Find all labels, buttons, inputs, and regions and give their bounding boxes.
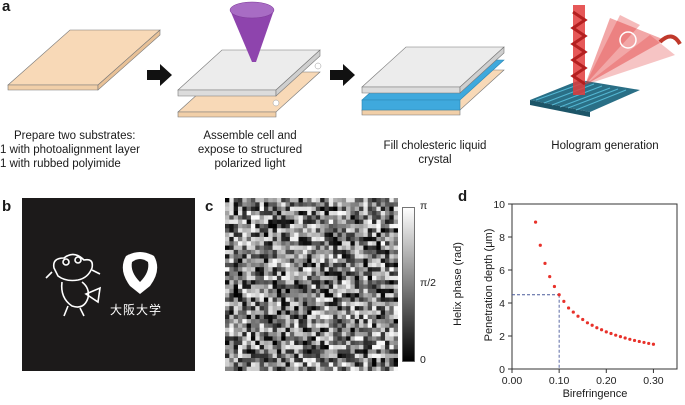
data-point bbox=[637, 339, 641, 344]
panel-label-d: d bbox=[458, 188, 468, 205]
logo-image: 大阪大学 bbox=[22, 198, 195, 371]
data-point bbox=[614, 333, 618, 337]
step3-caption: Fill cholesteric liquid crystal bbox=[365, 139, 505, 167]
data-point bbox=[590, 323, 594, 327]
caption-line: expose to structured bbox=[197, 144, 303, 156]
data-point bbox=[595, 326, 599, 330]
data-point bbox=[618, 335, 623, 339]
data-point bbox=[623, 336, 627, 340]
data-point bbox=[557, 293, 561, 297]
caption-line: 1 with rubbed polyimide bbox=[0, 158, 121, 170]
y-tick-label: 2 bbox=[499, 331, 505, 343]
data-point bbox=[651, 342, 656, 346]
logo-text: 大阪大学 bbox=[110, 303, 163, 317]
colorbar-tick-pi: π bbox=[420, 200, 428, 212]
caption-line: 1 with photoalignment layer bbox=[0, 144, 140, 156]
data-point bbox=[562, 299, 566, 303]
caption-line: crystal bbox=[418, 154, 452, 166]
y-tick-label: 10 bbox=[493, 199, 505, 211]
data-point bbox=[566, 306, 571, 310]
caption-line: Prepare two substrates: bbox=[14, 130, 136, 142]
data-point bbox=[632, 338, 637, 343]
step4-caption: Hologram generation bbox=[535, 139, 675, 153]
data-point bbox=[609, 331, 613, 336]
cell-step2 bbox=[177, 1, 322, 118]
data-point bbox=[543, 261, 547, 265]
panel-label-b: b bbox=[2, 198, 12, 215]
x-tick-label: 0.30 bbox=[643, 375, 664, 387]
data-point bbox=[533, 220, 538, 224]
arrow-right-icon bbox=[147, 64, 172, 86]
y-tick-label: 4 bbox=[499, 298, 505, 310]
data-point bbox=[585, 321, 590, 325]
data-point bbox=[628, 337, 632, 341]
hologram-illustration bbox=[530, 5, 682, 117]
colorbar-label: Helix phase (rad) bbox=[452, 242, 464, 326]
data-point bbox=[548, 275, 552, 279]
x-tick-label: 0.10 bbox=[549, 375, 570, 387]
data-point bbox=[647, 341, 651, 346]
substrate-step1 bbox=[7, 29, 161, 91]
panel-a-illustrations bbox=[7, 1, 682, 118]
x-tick-label: 0.00 bbox=[502, 375, 523, 387]
step2-caption: Assemble cell and expose to structured p… bbox=[185, 129, 315, 171]
penetration-depth-chart: 0.00 0.10 0.20 0.30 0 2 4 6 8 10 bbox=[493, 199, 678, 387]
caption-line: Fill cholesteric liquid bbox=[383, 140, 487, 152]
x-axis-label: Birefringence bbox=[562, 388, 628, 400]
phase-map-image bbox=[225, 198, 398, 371]
y-tick-label: 8 bbox=[499, 232, 505, 244]
arrow-right-icon bbox=[330, 64, 355, 86]
panel-label-a: a bbox=[2, 0, 11, 15]
data-point bbox=[552, 284, 557, 289]
y-tick-label: 0 bbox=[499, 364, 505, 376]
y-tick-label: 6 bbox=[499, 265, 505, 277]
cell-step3 bbox=[361, 46, 505, 116]
x-tick-label: 0.20 bbox=[596, 375, 617, 387]
data-point bbox=[571, 310, 575, 314]
logo-drawing bbox=[45, 252, 158, 317]
caption-line: polarized light bbox=[214, 158, 286, 170]
data-point bbox=[599, 328, 604, 332]
plot-frame bbox=[511, 203, 678, 370]
colorbar-tick-half-pi: π/2 bbox=[420, 277, 437, 289]
caption-line: Assemble cell and bbox=[203, 130, 297, 142]
caption-line: Hologram generation bbox=[551, 140, 659, 152]
data-point bbox=[538, 243, 542, 247]
data-point bbox=[642, 340, 646, 345]
colorbar bbox=[402, 207, 415, 362]
data-point bbox=[576, 314, 580, 318]
colorbar-tick-zero: 0 bbox=[420, 354, 426, 366]
data-point bbox=[581, 317, 585, 322]
panel-label-c: c bbox=[205, 198, 214, 215]
data-point bbox=[604, 330, 608, 334]
step1-caption: Prepare two substrates: 1 with photoalig… bbox=[0, 129, 184, 171]
